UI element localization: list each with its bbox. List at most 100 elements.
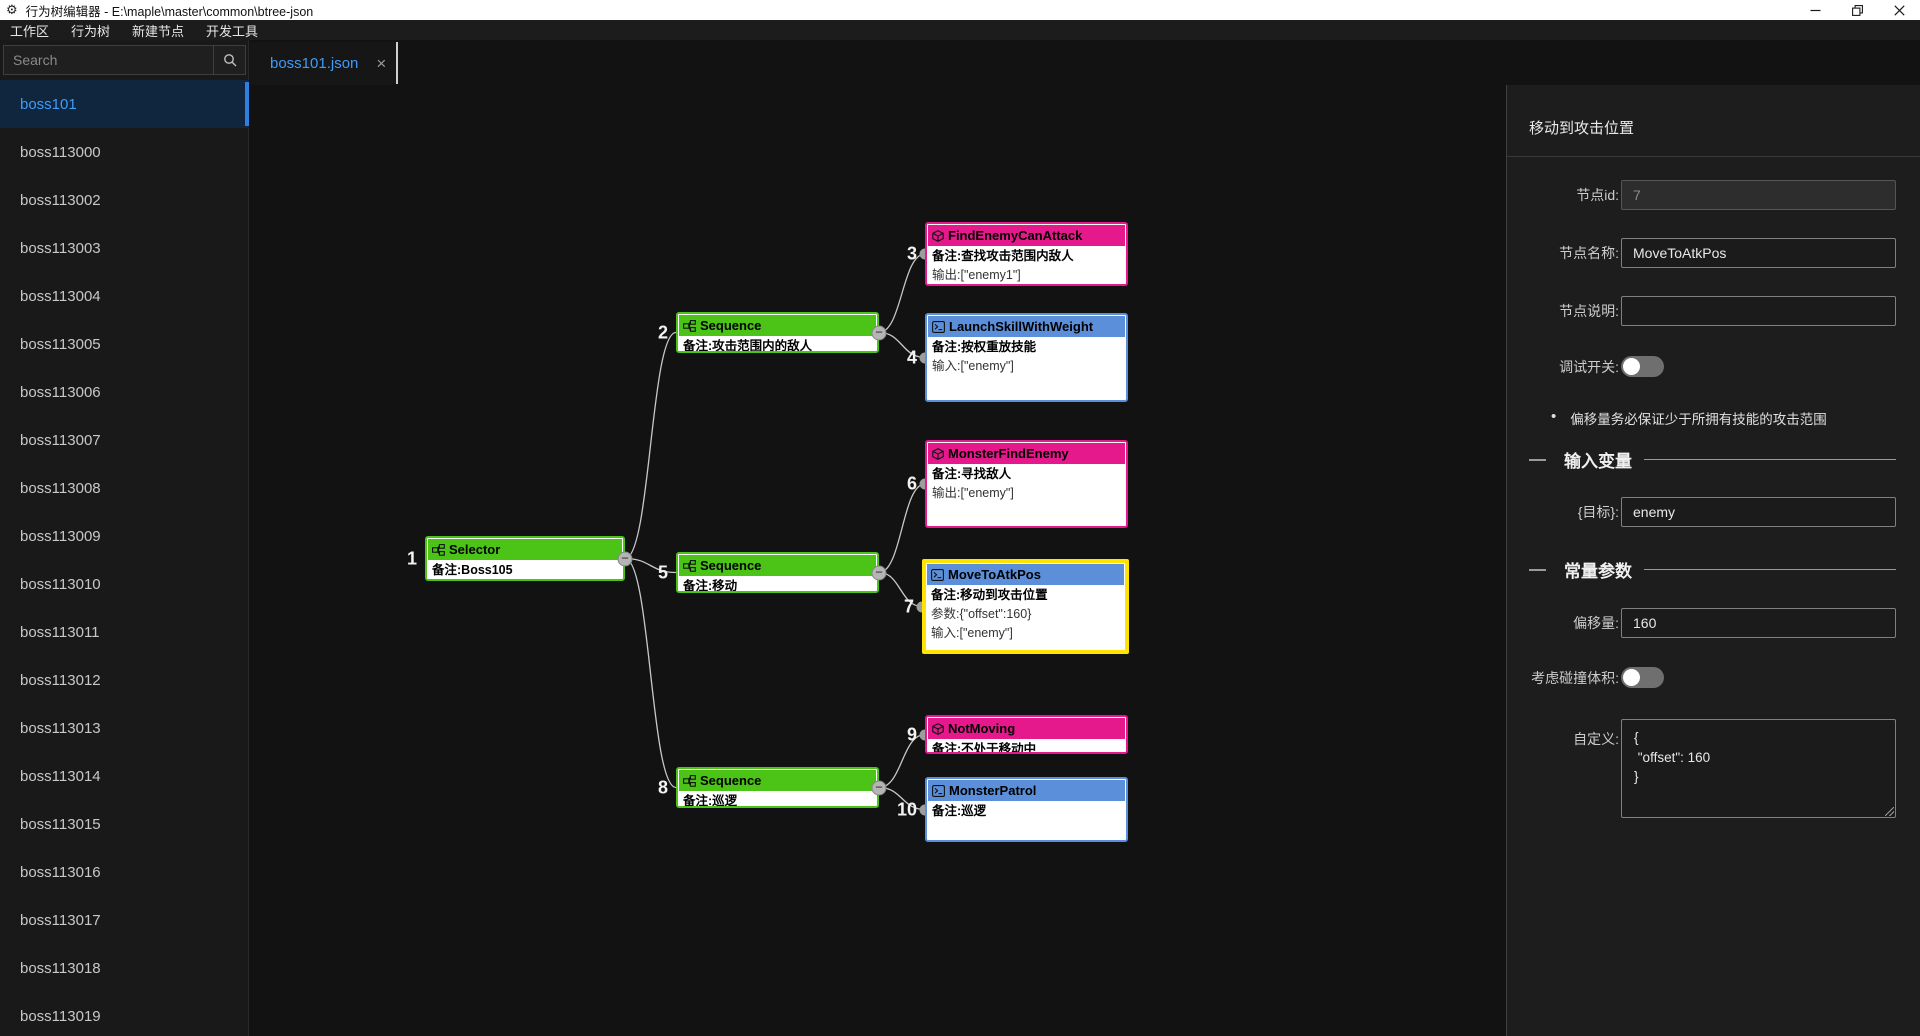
tree-node-FindEnemyCanAttack[interactable]: FindEnemyCanAttack 备注:查找攻击范围内敌人输出:["enemy… <box>925 222 1128 286</box>
sidebar-item-label: boss113007 <box>20 431 101 449</box>
const-params-section: 常量参数 <box>1529 557 1896 582</box>
sidebar-item-boss113007[interactable]: boss113007 <box>0 416 249 464</box>
search-input[interactable] <box>4 46 213 74</box>
edge-8-9 <box>878 733 926 789</box>
debug-label: 调试开关: <box>1559 358 1619 375</box>
close-icon[interactable] <box>1878 0 1920 20</box>
node-line: 备注:移动到攻击位置 <box>931 588 1048 602</box>
node-line: 输入:["enemy"] <box>931 626 1013 640</box>
search-icon[interactable] <box>213 46 245 74</box>
node-line: 输出:["enemy1"] <box>932 268 1021 282</box>
collision-toggle[interactable] <box>1621 667 1664 688</box>
action-icon <box>932 320 945 333</box>
sidebar-item-label: boss113003 <box>20 239 101 257</box>
node-number: 10 <box>896 799 917 819</box>
sidebar-item-boss113010[interactable]: boss113010 <box>0 560 249 608</box>
panel-title: 移动到攻击位置 <box>1529 120 1635 137</box>
node-number: 2 <box>657 322 668 342</box>
node-line: 备注:巡逻 <box>932 804 987 818</box>
node-id-field <box>1621 180 1896 210</box>
node-line: 备注:按权重放技能 <box>932 340 1037 354</box>
edge-2-3 <box>878 253 926 334</box>
collapse-connector[interactable]: − <box>871 565 887 580</box>
sidebar-item-boss113019[interactable]: boss113019 <box>0 992 249 1036</box>
target-field[interactable] <box>1621 497 1896 527</box>
edge-1-8 <box>624 557 677 789</box>
minimize-icon[interactable] <box>1794 0 1836 20</box>
resize-grip-icon[interactable] <box>1885 807 1894 816</box>
sidebar-item-boss113002[interactable]: boss113002 <box>0 176 249 224</box>
sidebar-item-label: boss113010 <box>20 575 101 593</box>
sidebar-item-boss113013[interactable]: boss113013 <box>0 704 249 752</box>
collapse-connector[interactable]: − <box>617 551 633 566</box>
sidebar-item-boss113012[interactable]: boss113012 <box>0 656 249 704</box>
offset-field[interactable] <box>1621 608 1896 638</box>
sidebar-item-boss113018[interactable]: boss113018 <box>0 944 249 992</box>
tab-boss101[interactable]: boss101.json × <box>250 42 396 85</box>
properties-panel: 移动到攻击位置 节点id: 节点名称: 节点说明: 调试开关: • 偏移量务必保… <box>1506 85 1920 1036</box>
sidebar-item-boss113003[interactable]: boss113003 <box>0 224 249 272</box>
node-number: 1 <box>406 548 417 568</box>
debug-toggle[interactable] <box>1621 356 1664 377</box>
section-title: 输入变量 <box>1564 452 1632 471</box>
section-title: 常量参数 <box>1564 562 1632 581</box>
bullet-icon: • <box>1551 408 1557 425</box>
sidebar-item-boss101[interactable]: boss101 <box>0 80 249 128</box>
sidebar-item-label: boss113005 <box>20 335 101 353</box>
tab-close-icon[interactable]: × <box>376 54 387 73</box>
node-number: 4 <box>906 347 917 367</box>
search-box <box>3 45 246 75</box>
window-title: 行为树编辑器 - E:\maple\master\common\btree-js… <box>25 4 314 19</box>
node-line: 备注:寻找敌人 <box>932 467 1012 481</box>
menu-new-node[interactable]: 新建节点 <box>132 23 185 39</box>
offset-note: • 偏移量务必保证少于所拥有技能的攻击范围 <box>1551 408 1827 427</box>
custom-json-field[interactable]: { "offset": 160 } <box>1621 719 1896 818</box>
menu-dev-tools[interactable]: 开发工具 <box>206 23 259 39</box>
composite-icon <box>432 543 445 556</box>
sidebar-item-boss113015[interactable]: boss113015 <box>0 800 249 848</box>
sidebar-item-boss113006[interactable]: boss113006 <box>0 368 249 416</box>
offset-row: 偏移量: <box>1507 608 1920 638</box>
offset-label: 偏移量: <box>1573 615 1619 631</box>
menu-behavior-tree[interactable]: 行为树 <box>71 23 111 39</box>
node-line: 输入:["enemy"] <box>932 359 1014 373</box>
sidebar-item-label: boss113018 <box>20 959 101 977</box>
sidebar-item-boss113005[interactable]: boss113005 <box>0 320 249 368</box>
collapse-connector[interactable]: − <box>871 780 887 795</box>
node-title: Selector <box>449 542 501 557</box>
node-title: FindEnemyCanAttack <box>948 228 1083 243</box>
node-title: Sequence <box>700 318 762 333</box>
sidebar-item-boss113000[interactable]: boss113000 <box>0 128 249 176</box>
sidebar-item-boss113014[interactable]: boss113014 <box>0 752 249 800</box>
sidebar-item-boss113016[interactable]: boss113016 <box>0 848 249 896</box>
menu-workspace[interactable]: 工作区 <box>10 23 50 39</box>
tab-divider <box>396 42 398 84</box>
sidebar-item-boss113004[interactable]: boss113004 <box>0 272 249 320</box>
sidebar-item-boss113009[interactable]: boss113009 <box>0 512 249 560</box>
node-name-field[interactable] <box>1621 238 1896 268</box>
restore-icon[interactable] <box>1836 0 1878 20</box>
custom-label-row: 自定义: <box>1507 729 1920 749</box>
node-desc-field[interactable] <box>1621 296 1896 326</box>
panel-header: 移动到攻击位置 <box>1507 85 1920 157</box>
sidebar-item-boss113008[interactable]: boss113008 <box>0 464 249 512</box>
collapse-connector[interactable]: − <box>871 325 887 340</box>
node-line: 备注:查找攻击范围内敌人 <box>932 249 1074 263</box>
node-title: MoveToAtkPos <box>948 567 1041 582</box>
node-line: 备注:不处于移动中 <box>932 742 1037 754</box>
sidebar-item-boss113017[interactable]: boss113017 <box>0 896 249 944</box>
sidebar-item-boss113011[interactable]: boss113011 <box>0 608 249 656</box>
section-rule <box>1644 459 1896 460</box>
